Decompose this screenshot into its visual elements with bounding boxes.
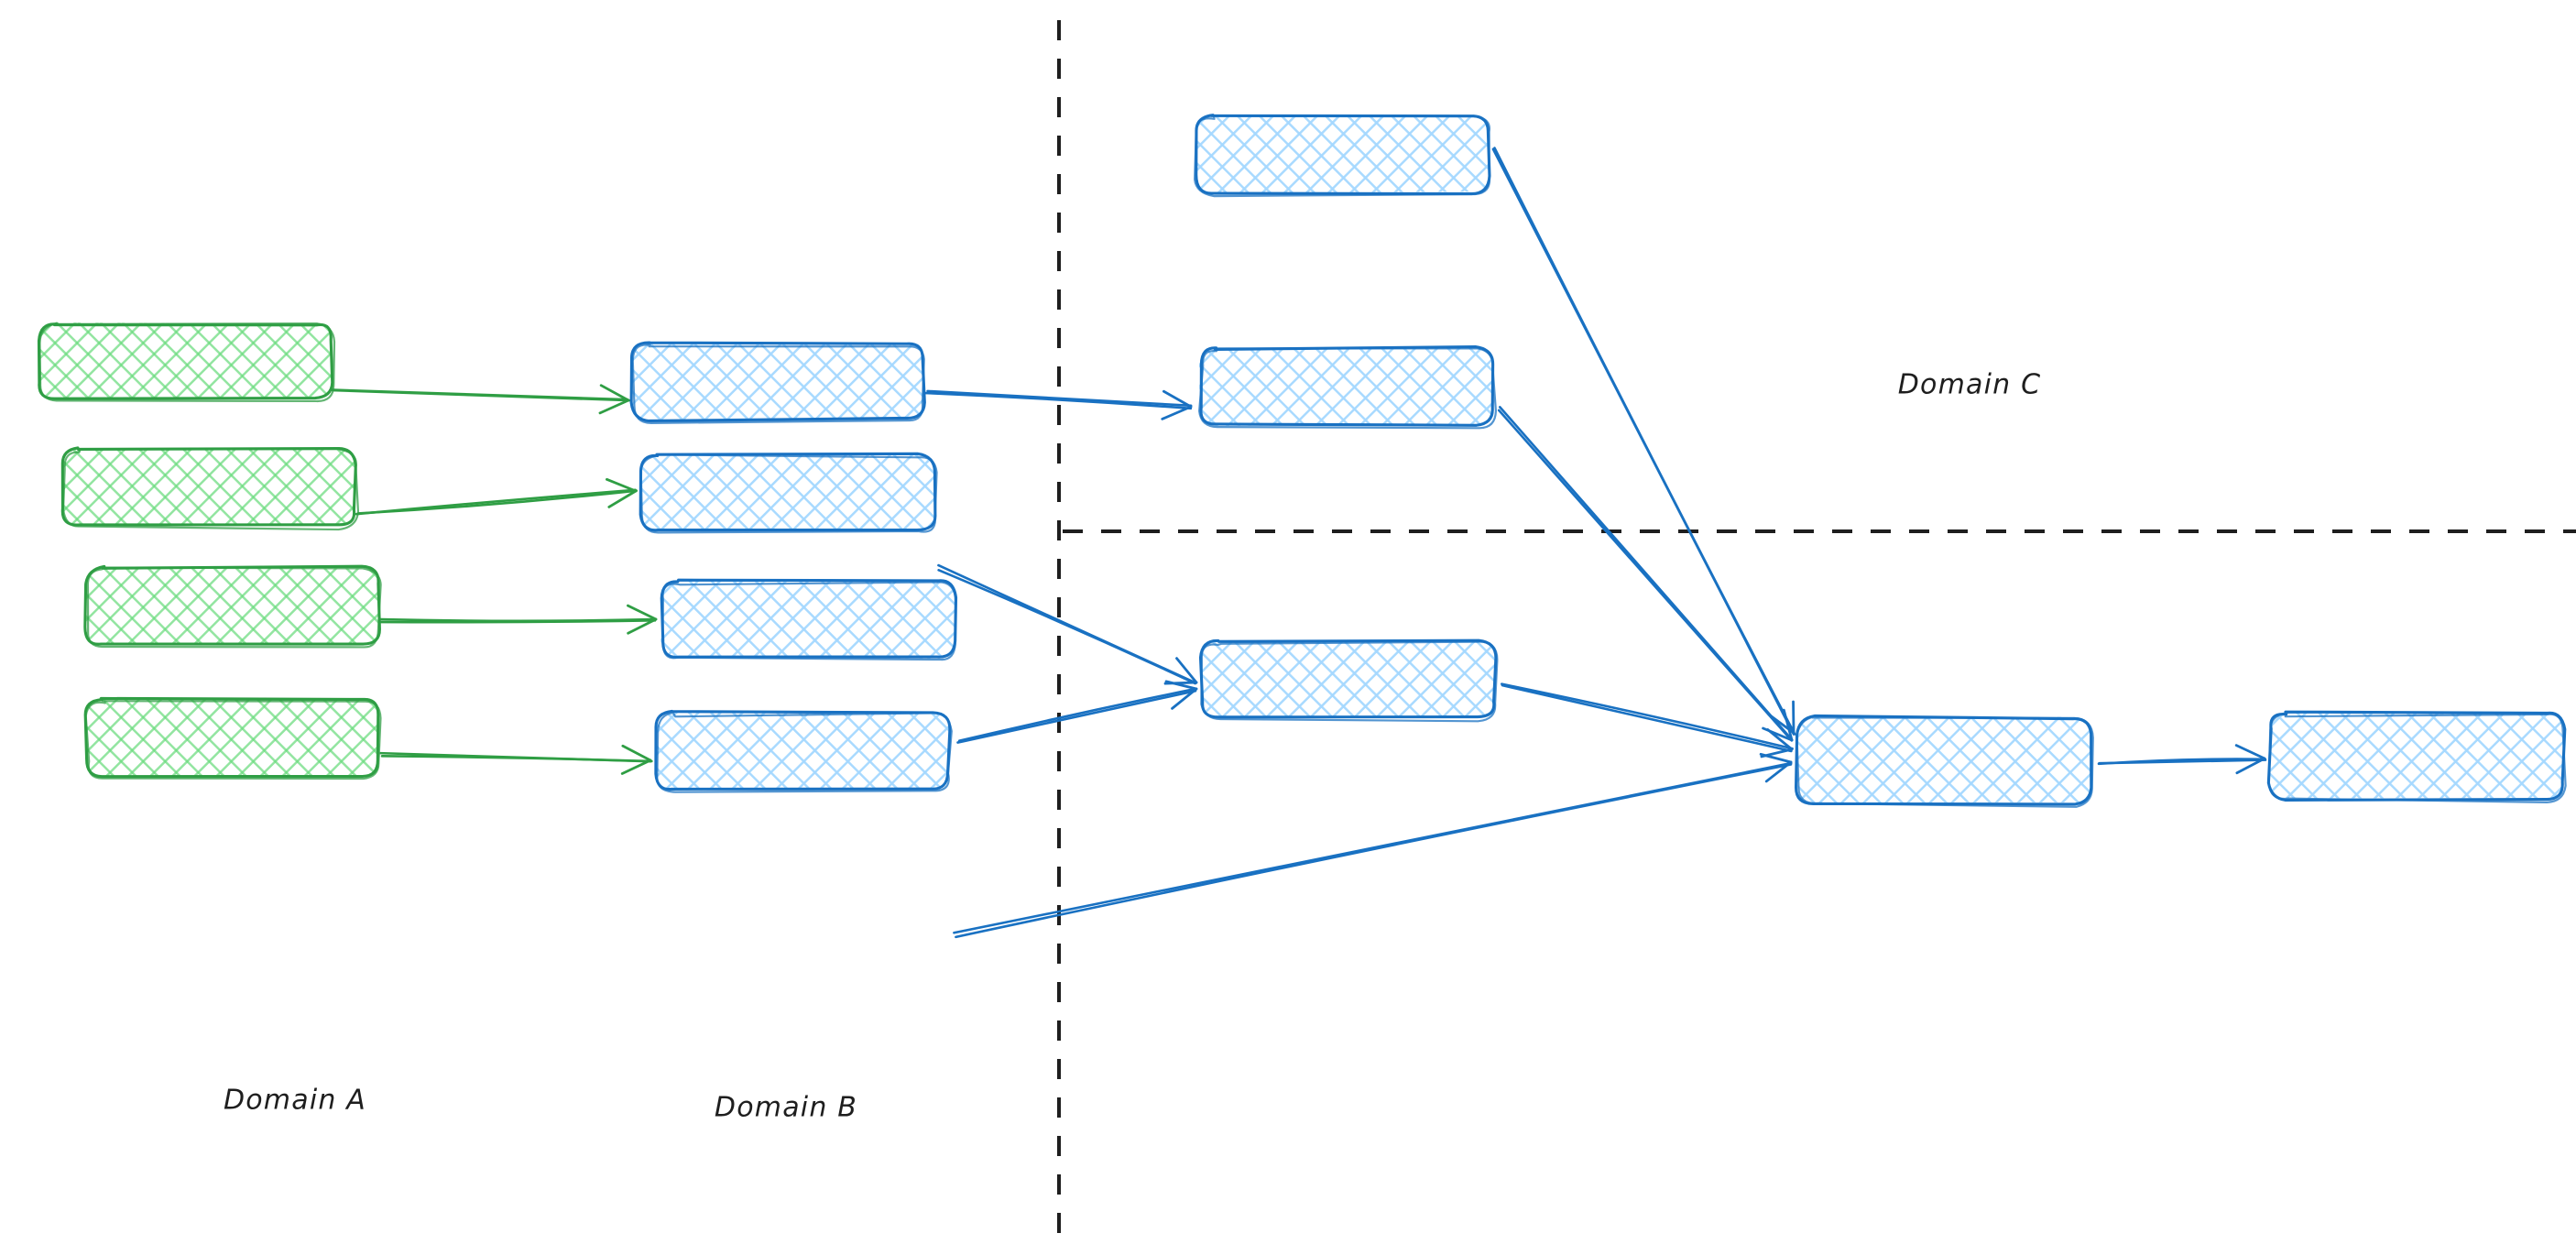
node-c-node-2[interactable] (2266, 710, 2567, 803)
node-b-node-1[interactable] (1194, 114, 1491, 198)
edge-c-node-1-to-c-node-2 (2097, 744, 2267, 775)
edge-b-node-3-to-c-node-1 (1500, 682, 1794, 758)
node-c-node-1[interactable] (1794, 714, 2094, 808)
domain-label-layer: Domain A Domain B Domain C (224, 369, 2042, 1124)
edge-a-proc-4-to-c-node-1 (953, 752, 1793, 939)
edge-a-source-4-to-a-proc-4 (378, 744, 653, 775)
edge-a-proc-1-to-b-node-1 (924, 389, 1193, 420)
node-a-source-3[interactable] (83, 564, 382, 649)
edge-layer (329, 147, 2267, 939)
node-a-proc-2[interactable] (639, 452, 938, 534)
node-a-source-2[interactable] (60, 446, 360, 531)
label-domain-b: Domain B (715, 1092, 857, 1124)
label-domain-c: Domain C (1898, 369, 2042, 401)
node-a-source-4[interactable] (83, 696, 382, 780)
node-b-node-2[interactable] (1198, 345, 1498, 430)
node-a-source-1[interactable] (37, 322, 336, 403)
edge-b-node-1-to-c-node-1 (1491, 147, 1796, 736)
edge-b-node-2-to-c-node-1 (1497, 406, 1794, 742)
edge-a-source-1-to-a-proc-1 (329, 384, 631, 415)
node-a-proc-1[interactable] (629, 341, 926, 424)
node-layer (37, 114, 2567, 808)
node-b-node-3[interactable] (1198, 638, 1499, 723)
node-a-proc-4[interactable] (654, 709, 953, 793)
edge-a-proc-3-to-b-node-3 (956, 680, 1198, 744)
node-a-proc-3[interactable] (660, 578, 958, 661)
label-domain-a: Domain A (224, 1085, 366, 1117)
divider-layer (1057, 20, 2576, 1244)
edge-a-source-2-to-a-proc-2 (355, 477, 639, 516)
edge-a-proc-2-to-b-node-3 (937, 563, 1198, 685)
edge-a-source-3-to-a-proc-3 (378, 604, 658, 635)
